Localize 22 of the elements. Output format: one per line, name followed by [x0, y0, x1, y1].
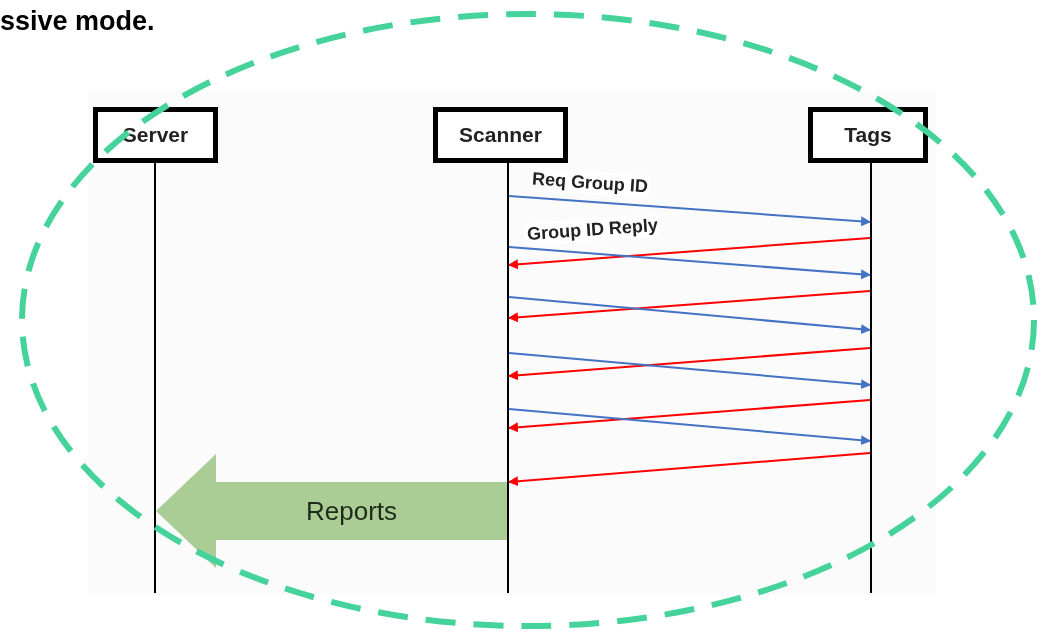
participant-box: [808, 107, 928, 163]
message-arrow: [508, 290, 871, 323]
message-arrow: [508, 352, 871, 390]
message-arrow: [508, 246, 871, 280]
participant-box: [433, 107, 568, 163]
heading-text: ssive mode.: [0, 8, 155, 35]
lifeline: [507, 163, 509, 593]
participant-label: Server: [122, 122, 189, 149]
message-arrow: [508, 195, 871, 227]
participant-label: Scanner: [459, 122, 542, 149]
participant-label: Tags: [844, 122, 892, 149]
message-arrow: [508, 399, 871, 433]
message-arrow: [508, 237, 871, 270]
message-arrow: [508, 347, 871, 381]
lifeline: [154, 163, 156, 593]
message-arrow: [508, 408, 871, 446]
edge-label: Reports: [306, 494, 397, 528]
block-arrow: [156, 454, 507, 568]
message-arrow: [508, 296, 871, 335]
participant-box: [93, 107, 218, 163]
message-arrow: [508, 452, 871, 487]
lifeline: [870, 163, 872, 593]
